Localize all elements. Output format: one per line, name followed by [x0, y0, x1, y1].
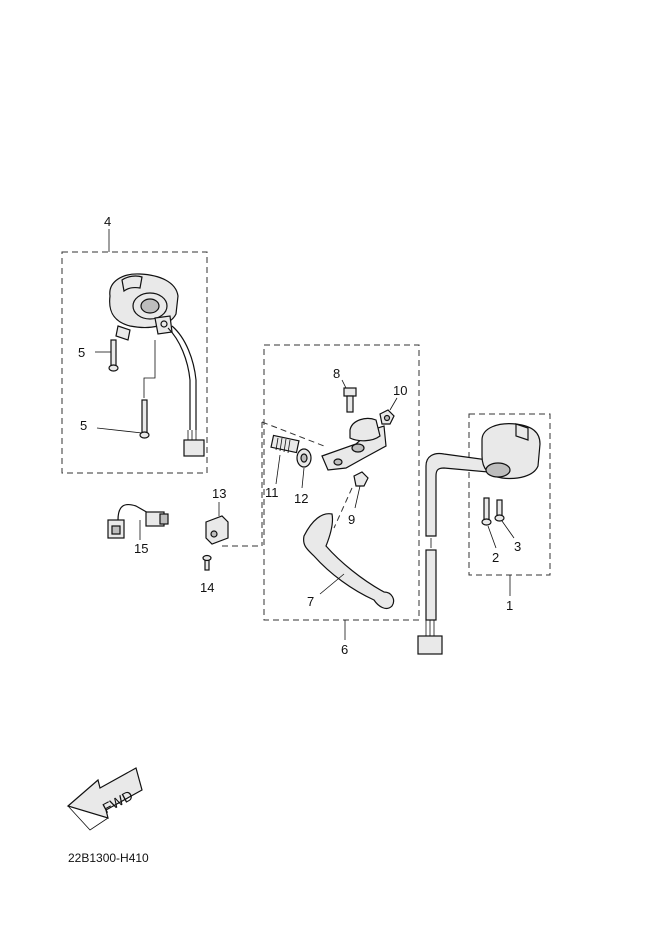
left-switch-housing	[109, 273, 179, 341]
callout-9: 9	[348, 512, 355, 527]
right-handlebar-cable	[425, 452, 489, 537]
clutch-lever-7	[303, 513, 395, 610]
clutch-switch-13	[205, 515, 229, 545]
left-switch-cable	[167, 327, 191, 430]
screw-5-upper	[108, 339, 119, 372]
callout-14: 14	[200, 580, 214, 595]
figure-code: 22B1300-H410	[68, 851, 149, 865]
right-switch-connector	[417, 620, 443, 655]
callout-8: 8	[333, 366, 340, 381]
screw-2	[481, 497, 492, 526]
clutch-lever-assembly: 6 8 10 9	[222, 344, 420, 657]
bolt-8	[343, 387, 357, 413]
lever-holder	[321, 417, 387, 471]
callout-5-lower: 5	[80, 418, 87, 433]
callout-7: 7	[307, 594, 314, 609]
callout-11: 11	[265, 485, 279, 500]
callout-1: 1	[506, 598, 513, 613]
locknut-12	[296, 448, 312, 468]
callout-4: 4	[104, 214, 111, 229]
callout-12: 12	[294, 491, 308, 506]
fwd-arrow: FWD	[66, 767, 143, 831]
nut-10	[379, 409, 395, 425]
screw-14	[202, 554, 212, 571]
left-switch-connector	[183, 430, 205, 457]
callout-6: 6	[341, 642, 348, 657]
wire-lead-15	[107, 503, 169, 539]
screw-5-lower	[139, 399, 150, 439]
callout-13: 13	[212, 486, 226, 501]
callout-10: 10	[393, 383, 407, 398]
adjuster-11	[270, 434, 300, 454]
callout-5-upper: 5	[78, 345, 85, 360]
group-4-dashed-box	[61, 251, 208, 474]
callout-3: 3	[514, 539, 521, 554]
screw-3	[494, 499, 505, 522]
group-6-dashed-box	[263, 344, 420, 621]
group-1-dashed-box	[468, 413, 551, 576]
right-switch-assembly: 1 2 3	[417, 413, 551, 655]
callout-2: 2	[492, 550, 499, 565]
callout-15: 15	[134, 541, 148, 556]
left-switch-assembly: 4 5	[61, 214, 208, 474]
nut-9	[353, 471, 369, 487]
right-switch-housing	[481, 423, 541, 480]
